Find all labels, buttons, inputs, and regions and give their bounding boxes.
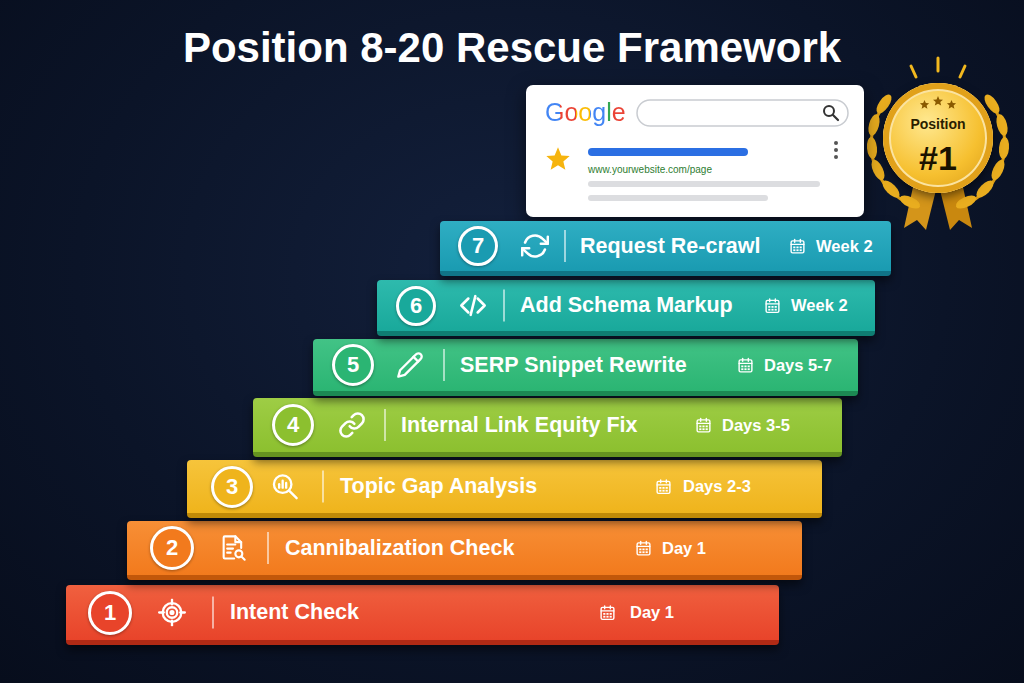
step-label: Request Re-crawl — [580, 221, 760, 271]
step-number: 3 — [214, 469, 250, 505]
step-number-circle: 2 — [150, 526, 194, 570]
menu-dot — [834, 148, 838, 152]
star-icon — [947, 100, 956, 109]
medal-stars — [920, 96, 956, 109]
search-icon — [824, 106, 834, 116]
divider — [443, 349, 445, 381]
title: Position 8-20 Rescue Framework — [0, 20, 1024, 76]
step-duration: Day 1 — [630, 585, 674, 640]
divider — [212, 597, 214, 629]
step-bar: Internal Link Equity Fix Days 3-5 4 — [253, 398, 842, 457]
calendar-icon — [637, 541, 650, 554]
step-number-circle: 4 — [272, 404, 314, 446]
laurel-leaf — [954, 193, 978, 211]
laurel-leaf — [989, 158, 1007, 182]
step-label: Add Schema Markup — [520, 280, 733, 331]
calendar-icon — [766, 299, 779, 312]
laurel-leaf — [998, 137, 1010, 160]
divider — [384, 409, 386, 441]
divider — [267, 532, 269, 564]
step-duration: Week 2 — [816, 221, 873, 271]
laurel-leaf — [869, 158, 887, 182]
search-icon — [833, 115, 838, 120]
step-duration: Week 2 — [791, 280, 848, 331]
step-label: SERP Snippet Rewrite — [460, 339, 687, 391]
link-icon — [340, 413, 363, 436]
laurel-leaf — [866, 137, 878, 160]
calendar-icon — [657, 480, 670, 493]
medal-label: Position — [883, 116, 993, 132]
step-number-circle: 7 — [458, 226, 498, 266]
step-duration: Days 3-5 — [722, 398, 790, 452]
laurel-leaf — [880, 178, 903, 201]
analysis-icon — [274, 475, 297, 498]
pencil-icon — [398, 353, 421, 376]
divider — [503, 290, 505, 322]
medal-rank: #1 — [883, 141, 993, 175]
ray — [960, 66, 965, 77]
laurel-leaf — [866, 113, 881, 137]
menu-dot — [834, 141, 838, 145]
step-number-circle: 5 — [332, 344, 374, 386]
step-number-circle: 6 — [396, 286, 436, 326]
step-label: Internal Link Equity Fix — [401, 398, 638, 452]
medal-rays — [911, 58, 965, 77]
step-duration: Days 2-3 — [683, 460, 751, 513]
calendar-icons — [601, 239, 804, 619]
step-number: 1 — [91, 594, 129, 632]
step-icons — [159, 236, 548, 626]
step-dividers — [213, 230, 565, 629]
step-number: 7 — [461, 229, 495, 263]
search-result-card: Google www.yourwebsite.com/page — [526, 85, 864, 217]
step-number: 6 — [399, 289, 433, 323]
step-duration: Day 1 — [662, 521, 706, 575]
star-icon — [933, 96, 943, 106]
laurel-leaf — [898, 193, 922, 211]
result-title-bar — [588, 148, 748, 156]
step-number: 4 — [275, 407, 311, 443]
step-label: Intent Check — [230, 585, 359, 640]
step-number-circle: 3 — [211, 466, 253, 508]
calendar-icon — [601, 606, 614, 619]
logo-text: Google — [545, 97, 626, 127]
calendar-icon — [791, 239, 804, 252]
url-text: www.yourwebsite.com/page — [588, 163, 712, 176]
step-bar: Request Re-crawl Week 2 7 — [440, 221, 891, 276]
star-icon — [546, 147, 569, 169]
snippet-line — [588, 181, 820, 187]
laurel-leaf — [994, 113, 1009, 137]
ray — [937, 58, 940, 71]
step-number: 2 — [153, 529, 191, 567]
laurel-leaf — [974, 178, 997, 201]
snippet-line — [588, 195, 768, 201]
step-label: Cannibalization Check — [285, 521, 514, 575]
calendar-icon — [697, 418, 710, 431]
divider — [322, 471, 324, 503]
document-search-icon — [224, 536, 245, 559]
menu-dot — [834, 155, 838, 159]
step-number-circle: 1 — [88, 591, 132, 635]
step-duration: Days 5-7 — [764, 339, 832, 391]
step-label: Topic Gap Analysis — [340, 460, 537, 513]
target-icon — [159, 600, 185, 626]
divider — [564, 230, 566, 262]
step-bar: Add Schema Markup Week 2 6 — [377, 280, 875, 336]
step-bar: Intent Check Day 1 1 — [66, 585, 779, 645]
step-number: 5 — [335, 347, 371, 383]
ray — [911, 66, 916, 77]
star-icon — [920, 100, 929, 109]
refresh-icon — [522, 236, 548, 257]
search-bar — [637, 100, 848, 126]
rank-medal: Position #1 — [883, 83, 993, 193]
calendar-icon — [739, 358, 752, 371]
search-card-art — [546, 100, 848, 201]
step-bar: Topic Gap Analysis Days 2-3 3 — [187, 460, 822, 518]
step-bar: Cannibalization Check Day 1 2 — [127, 521, 802, 580]
step-bar: SERP Snippet Rewrite Days 5-7 5 — [313, 339, 858, 396]
code-icon — [461, 296, 484, 315]
